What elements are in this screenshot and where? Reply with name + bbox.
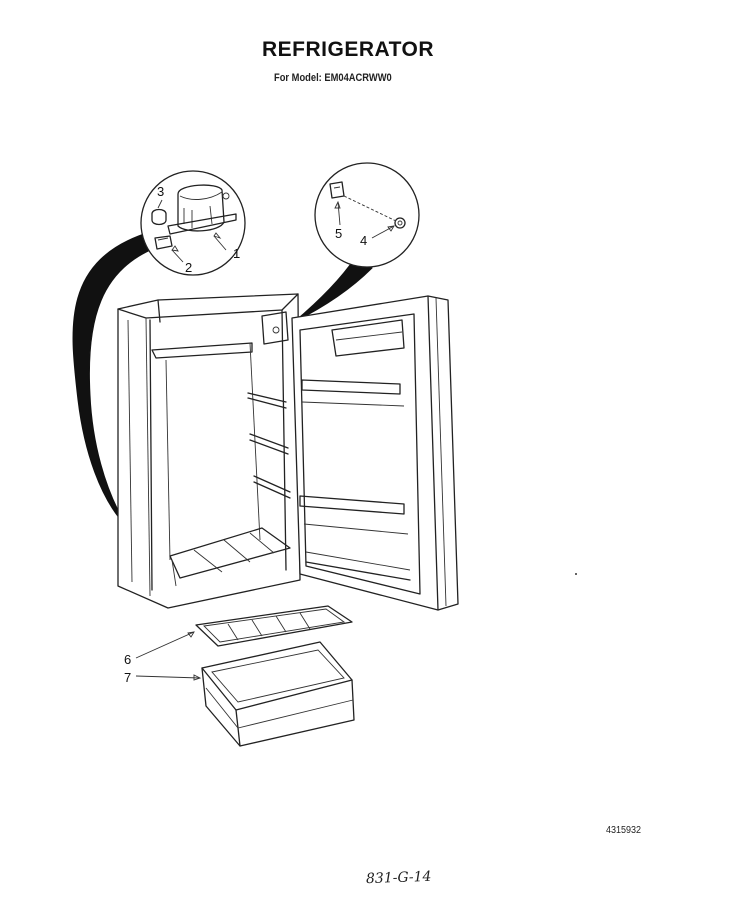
relay-part-icon (151, 208, 167, 226)
callout-1: 1 (233, 246, 240, 261)
refrigerator-cabinet (117, 293, 301, 609)
diagram-title: REFRIGERATOR (262, 38, 435, 61)
bulb-part-icon (394, 217, 406, 229)
compressor-detail-circle (140, 170, 246, 276)
callout-5: 5 (335, 226, 342, 241)
crisper-drawer-part (135, 641, 355, 747)
refrigerator-door (291, 295, 459, 611)
handwritten-note: 831-G-14 (365, 868, 432, 888)
overload-part-icon (154, 235, 173, 250)
callout-2: 2 (185, 260, 192, 275)
callout-7: 7 (124, 670, 131, 685)
stray-mark (575, 573, 577, 575)
callout-4: 4 (360, 233, 367, 248)
compressor-icon (167, 184, 237, 235)
callout-6: 6 (124, 652, 131, 667)
light-detail-circle (314, 162, 420, 268)
model-subtitle: For Model: EM04ACRWW0 (274, 72, 392, 84)
document-number: 4315932 (606, 825, 642, 836)
crisper-cover-part (135, 605, 353, 659)
callout-3: 3 (157, 184, 164, 199)
